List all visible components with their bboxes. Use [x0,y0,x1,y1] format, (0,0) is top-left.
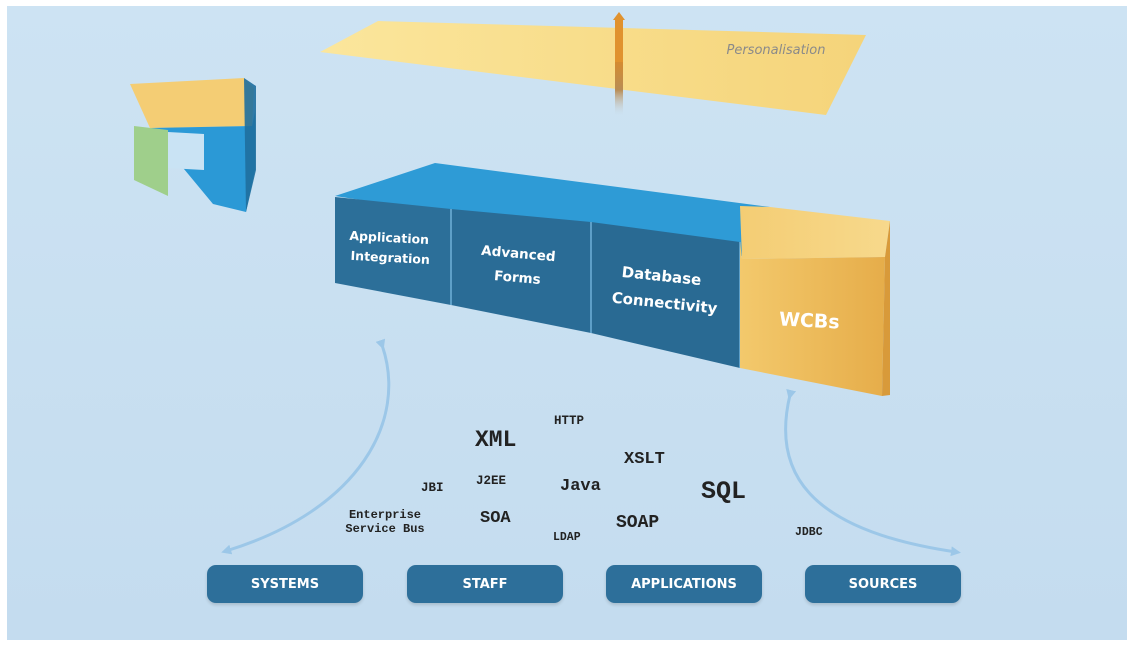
logo-cube-icon [130,78,256,212]
module-label-line1: Application [349,228,429,247]
wcb-top [740,206,890,259]
tech-label-soap: SOAP [616,513,659,533]
staff-button[interactable]: STAFF [407,565,563,603]
module-label-line1: Advanced [481,243,557,265]
systems-button[interactable]: SYSTEMS [207,565,363,603]
module-block [335,163,890,396]
personalisation-label: Personalisation [727,43,826,58]
module-database-connectivity [591,222,740,368]
sources-button[interactable]: SOURCES [805,565,961,603]
tech-label-http: HTTP [554,414,584,428]
tech-label-esb-line1: Enterprise [349,508,421,522]
personalisation-plane: Personalisation [320,12,866,116]
module-advanced-forms [451,209,591,333]
module-wcbs [740,242,885,396]
tech-label-sql: SQL [701,477,746,506]
tech-label-java: Java [560,477,601,496]
applications-button[interactable]: APPLICATIONS [606,565,762,603]
personalisation-plane-surface [320,21,866,115]
systems-integration-arrow [221,338,391,555]
tech-label-jdbc: JDBC [795,526,823,539]
upward-arrow-shaft [615,58,623,116]
module-application-integration [335,197,451,305]
tech-label-xslt: XSLT [624,450,665,469]
upward-arrow-icon [613,12,625,62]
tech-label-soa: SOA [480,509,511,528]
tech-label-jbi: JBI [421,481,444,495]
tech-label-ldap: LDAP [553,531,581,544]
sources-integration-arrow [784,388,961,557]
tech-label-xml: XML [475,427,516,453]
tech-label-j2ee: J2EE [476,474,506,488]
tech-label-esb-line2: Service Bus [345,522,424,536]
module-label-line2: Forms [493,268,541,288]
wcbs-label: WCBs [778,308,840,333]
module-label-line2: Integration [350,248,430,267]
